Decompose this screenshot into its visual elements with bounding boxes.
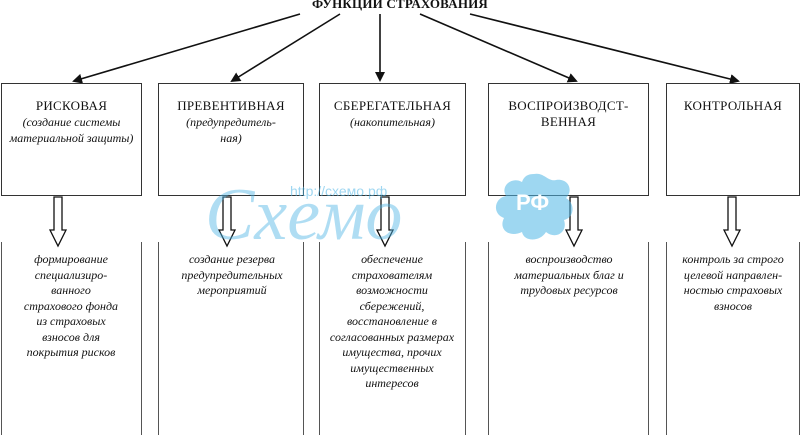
watermark-url: http://схемо.рф (290, 183, 388, 199)
watermark-splash (495, 173, 573, 240)
function-box-preventivnaya: ПРЕВЕНТИВНАЯ (предупредитель-ная) (158, 83, 304, 196)
column-frame (158, 242, 304, 435)
column-frame (1, 242, 142, 435)
function-subtitle: (предупредитель-ная) (186, 115, 276, 145)
arrow-to-kontrolnaya (469, 13, 740, 84)
hollow-arrow-down (217, 196, 237, 248)
column-frame (488, 242, 649, 435)
function-description: контроль за строго целевой направлен-нос… (682, 252, 784, 313)
arrow-to-preventivnaya (230, 13, 341, 83)
watermark-word: Схемо (205, 174, 403, 256)
arrow-to-vosproizvodstvennaya (419, 13, 578, 83)
function-name: ВОСПРОИЗВОДСТ-ВЕННАЯ (508, 98, 629, 129)
watermark-badge: РФ (516, 190, 550, 215)
arrow-to-riskovaya (72, 13, 301, 84)
hollow-arrow-down (375, 196, 395, 248)
function-description: формирование специализиро-ванного страхо… (23, 252, 119, 359)
function-subtitle: (накопительная) (349, 115, 436, 129)
function-box-sberegatelnaya: СБЕРЕГАТЕЛЬНАЯ (накопительная) (319, 83, 466, 196)
function-name: КОНТРОЛЬНАЯ (683, 98, 783, 113)
function-box-riskovaya: РИСКОВАЯ (создание системы материальной … (1, 83, 142, 196)
function-name: СБЕРЕГАТЕЛЬНАЯ (333, 98, 452, 113)
diagram-title: ФУНКЦИИ СТРАХОВАНИЯ (311, 0, 489, 11)
function-box-vosproizvodstvennaya: ВОСПРОИЗВОДСТ-ВЕННАЯ (488, 83, 649, 196)
function-description: обеспечение страхователям возможности сб… (329, 252, 455, 390)
column-frame (319, 242, 466, 435)
watermark-splash-icon: РФ (490, 168, 578, 246)
hollow-arrow-down (722, 196, 742, 248)
hollow-arrow-down (48, 196, 68, 248)
function-name: РИСКОВАЯ (35, 98, 108, 113)
function-name: ПРЕВЕНТИВНАЯ (177, 98, 285, 113)
function-description: воспроизводство материальных благ и труд… (514, 252, 624, 297)
function-subtitle: (создание системы материальной защиты) (9, 115, 134, 145)
function-description: создание резерва предупредительных мероп… (181, 252, 283, 297)
